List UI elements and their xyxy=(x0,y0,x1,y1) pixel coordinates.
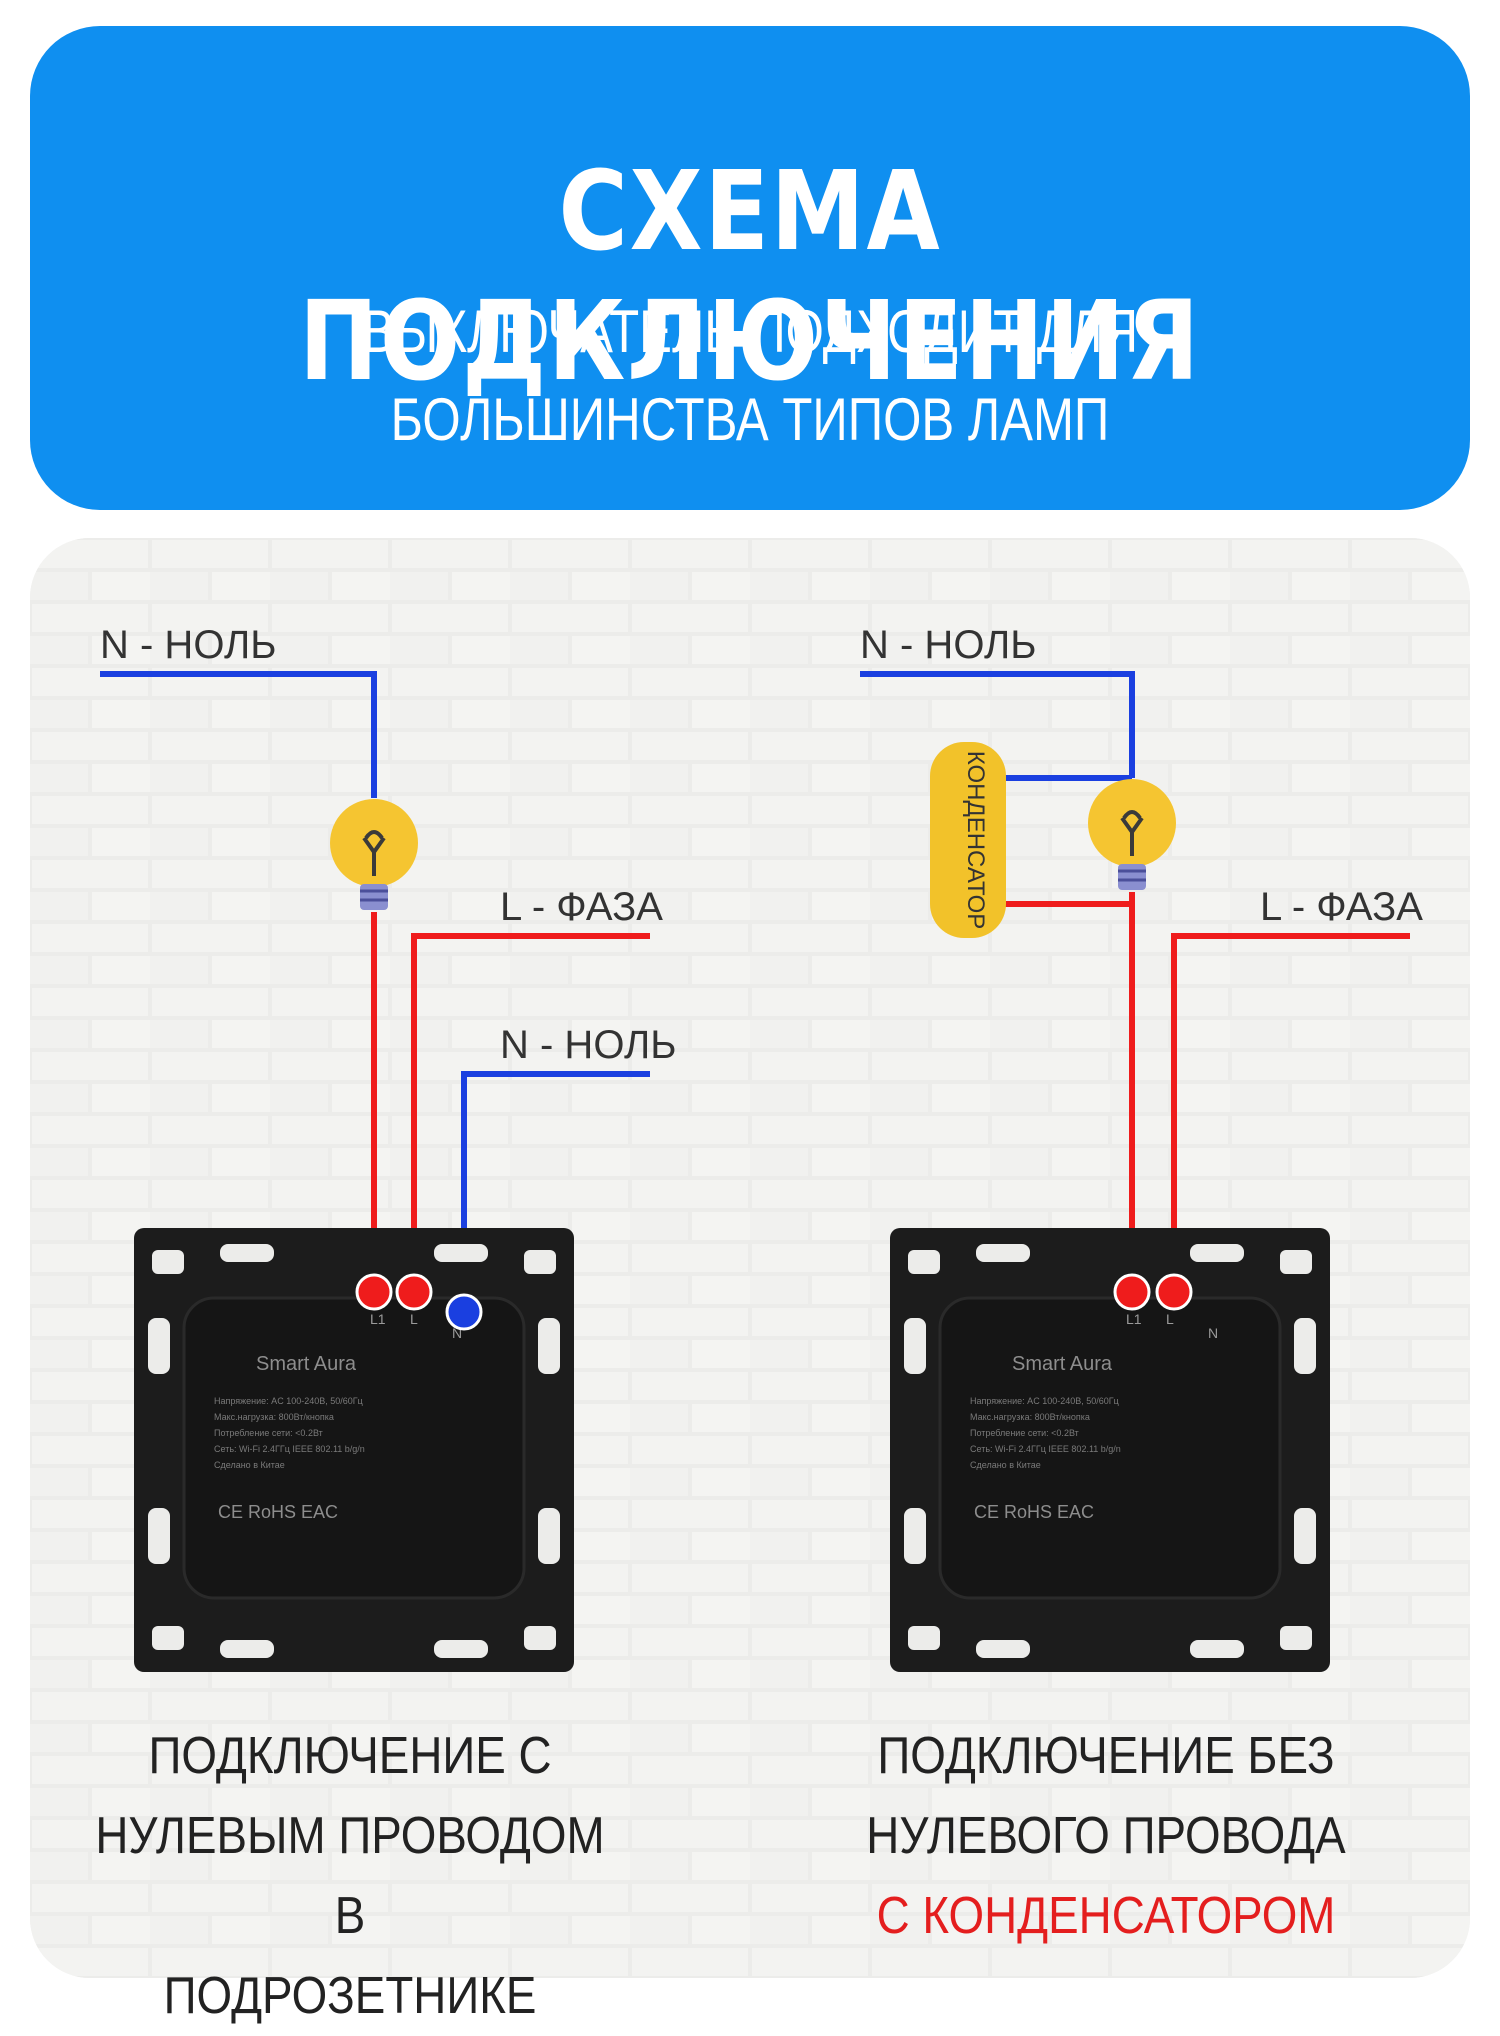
right-label-phase: L - ФАЗА xyxy=(1260,885,1423,929)
page-title: СХЕМА ПОДКЛЮЧЕНИЯ xyxy=(299,147,1201,405)
left-device-spec-5: Сделано в Китае xyxy=(214,1460,285,1470)
right-switch-mechanism: Smart Aura Напряжение: AC 100-240В, 50/6… xyxy=(890,1228,1330,1672)
right-label-capacitor: КОНДЕНСАТОР xyxy=(962,751,989,930)
right-device-spec-3: Потребление сети: <0.2Вт xyxy=(970,1428,1079,1438)
right-device-marks: CE RoHS EAC xyxy=(974,1502,1094,1522)
right-caption-line-3: С КОНДЕНСАТОРОМ xyxy=(876,1887,1336,1945)
right-scheme: N - НОЛЬ КОНДЕНСАТОР L - ФАЗА xyxy=(860,623,1423,1286)
right-device-spec-1: Напряжение: AC 100-240В, 50/60Гц xyxy=(970,1396,1119,1406)
subtitle-line-1: ВЫКЛЮЧАТЕЛЬ ПОДХОДИТ ДЛЯ xyxy=(361,298,1139,365)
right-terminal-n: N xyxy=(1208,1325,1218,1341)
left-caption-line-3: ПОДРОЗЕТНИКЕ xyxy=(163,1967,537,2025)
left-device-spec-4: Сеть: Wi-Fi 2.4ГГц IEEE 802.11 b/g/n xyxy=(214,1444,365,1454)
right-device-brand: Smart Aura xyxy=(1012,1353,1113,1375)
brick-wall-background: N - НОЛЬ L - ФАЗА N - НОЛЬ xyxy=(30,538,1470,1978)
left-caption: ПОДКЛЮЧЕНИЕ С НУЛЕВЫМ ПРОВОДОМ В ПОДРОЗЕ… xyxy=(77,1716,623,2036)
left-terminal-dot-n xyxy=(445,1293,483,1331)
left-label-neutral-top: N - НОЛЬ xyxy=(100,623,276,667)
left-terminal-l: L xyxy=(410,1311,418,1327)
left-caption-line-1: ПОДКЛЮЧЕНИЕ С xyxy=(148,1727,552,1785)
left-caption-line-2: НУЛЕВЫМ ПРОВОДОМ В xyxy=(95,1807,605,1945)
right-label-neutral-top: N - НОЛЬ xyxy=(860,623,1036,667)
left-terminal-l1: L1 xyxy=(370,1311,386,1327)
left-device-spec-1: Напряжение: AC 100-240В, 50/60Гц xyxy=(214,1396,363,1406)
left-label-phase: L - ФАЗА xyxy=(500,885,663,929)
right-device-spec-4: Сеть: Wi-Fi 2.4ГГц IEEE 802.11 b/g/n xyxy=(970,1444,1121,1454)
left-terminal-dot-l xyxy=(395,1273,433,1311)
right-capacitor-icon: КОНДЕНСАТОР xyxy=(930,742,1006,938)
subtitle-line-2: БОЛЬШИНСТВА ТИПОВ ЛАМП xyxy=(390,386,1110,453)
left-phase-wire-line xyxy=(411,933,650,1286)
right-terminal-dot-l xyxy=(1155,1273,1193,1311)
left-scheme: N - НОЛЬ L - ФАЗА N - НОЛЬ xyxy=(100,623,676,1306)
left-terminal-n: N xyxy=(452,1325,462,1341)
right-terminal-l: L xyxy=(1166,1311,1174,1327)
right-light-bulb-icon xyxy=(1088,779,1176,890)
left-label-neutral-bottom: N - НОЛЬ xyxy=(500,1023,676,1067)
page-subtitle: ВЫКЛЮЧАТЕЛЬ ПОДХОДИТ ДЛЯ БОЛЬШИНСТВА ТИП… xyxy=(160,288,1341,464)
wiring-diagram: N - НОЛЬ L - ФАЗА N - НОЛЬ xyxy=(30,538,1470,1978)
left-switch-mechanism: Smart Aura Напряжение: AC 100-240В, 50/6… xyxy=(134,1228,574,1672)
right-terminal-dot-l1 xyxy=(1113,1273,1151,1311)
right-device-spec-2: Макс.нагрузка: 800Вт/кнопка xyxy=(970,1412,1090,1422)
right-phase-wire-line xyxy=(1171,933,1410,1286)
header-banner: СХЕМА ПОДКЛЮЧЕНИЯ ВЫКЛЮЧАТЕЛЬ ПОДХОДИТ Д… xyxy=(30,26,1470,510)
left-device-spec-2: Макс.нагрузка: 800Вт/кнопка xyxy=(214,1412,334,1422)
left-neutral-wire-top xyxy=(100,671,377,798)
right-neutral-wire-top xyxy=(860,671,1135,778)
left-light-bulb-icon xyxy=(330,799,418,910)
right-caption: ПОДКЛЮЧЕНИЕ БЕЗ НУЛЕВОГО ПРОВОДА С КОНДЕ… xyxy=(833,1716,1379,1956)
left-device-marks: CE RoHS EAC xyxy=(218,1502,338,1522)
left-terminal-dot-l1 xyxy=(355,1273,393,1311)
right-caption-line-2: НУЛЕВОГО ПРОВОДА xyxy=(866,1807,1346,1865)
left-device-brand: Smart Aura xyxy=(256,1353,357,1375)
right-device-spec-5: Сделано в Китае xyxy=(970,1460,1041,1470)
left-device-spec-3: Потребление сети: <0.2Вт xyxy=(214,1428,323,1438)
right-caption-line-1: ПОДКЛЮЧЕНИЕ БЕЗ xyxy=(877,1727,1335,1785)
right-terminal-l1: L1 xyxy=(1126,1311,1142,1327)
